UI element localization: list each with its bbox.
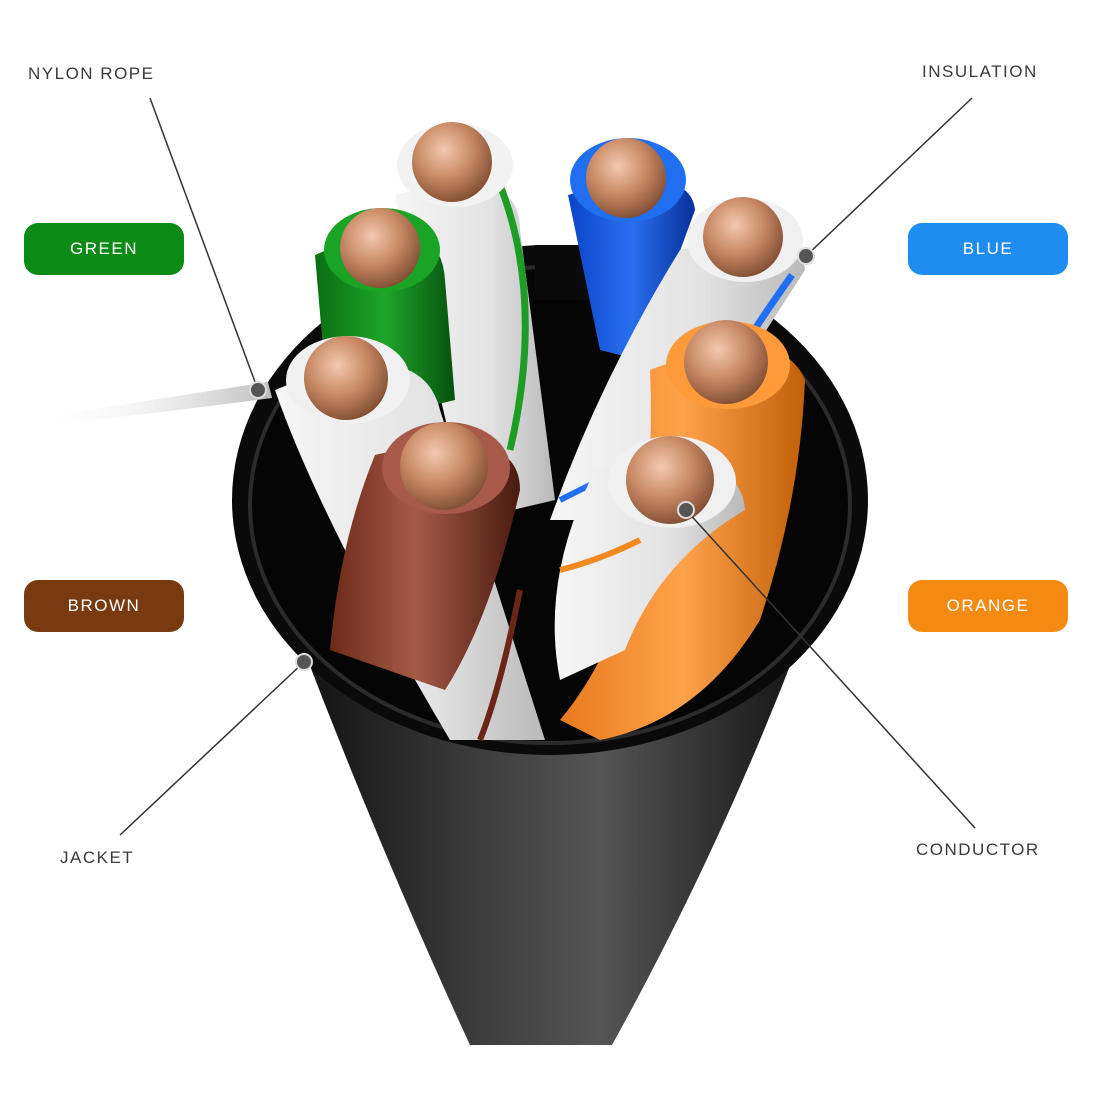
pill-orange: ORANGE <box>908 580 1068 632</box>
pill-orange-label: ORANGE <box>946 596 1030 615</box>
conductor-2 <box>340 208 420 288</box>
wire-blue <box>568 180 695 360</box>
conductor-1 <box>412 122 492 202</box>
dot-jacket <box>295 653 313 671</box>
dot-insulation <box>797 247 815 265</box>
leader-conductor <box>685 509 976 829</box>
pill-brown: BROWN <box>24 580 184 632</box>
conductor-7 <box>400 422 488 510</box>
label-conductor: CONDUCTOR <box>916 840 1040 859</box>
dot-conductor <box>677 501 695 519</box>
label-insulation: INSULATION <box>922 62 1038 81</box>
conductor-3 <box>586 138 666 218</box>
label-nylon-rope: NYLON ROPE <box>28 64 155 83</box>
nylon-rope <box>40 382 272 426</box>
leader-jacket <box>119 661 305 836</box>
conductor-5 <box>304 336 388 420</box>
pill-blue-label: BLUE <box>962 239 1014 258</box>
leader-dots <box>249 247 815 671</box>
conductor-6 <box>684 320 768 404</box>
label-jacket: JACKET <box>60 848 135 867</box>
leader-nylon-rope <box>149 97 259 391</box>
dot-nylon-rope <box>249 381 267 399</box>
pill-green-label: GREEN <box>70 239 138 258</box>
pill-green: GREEN <box>24 223 184 275</box>
jacket-body <box>300 640 800 1045</box>
conductor-8 <box>626 436 714 524</box>
conductor-ends <box>286 122 803 528</box>
pill-blue: BLUE <box>908 223 1068 275</box>
conductor-4 <box>703 197 783 277</box>
leader-lines <box>119 97 976 836</box>
pill-brown-label: BROWN <box>67 596 141 615</box>
leader-insulation <box>805 97 973 257</box>
